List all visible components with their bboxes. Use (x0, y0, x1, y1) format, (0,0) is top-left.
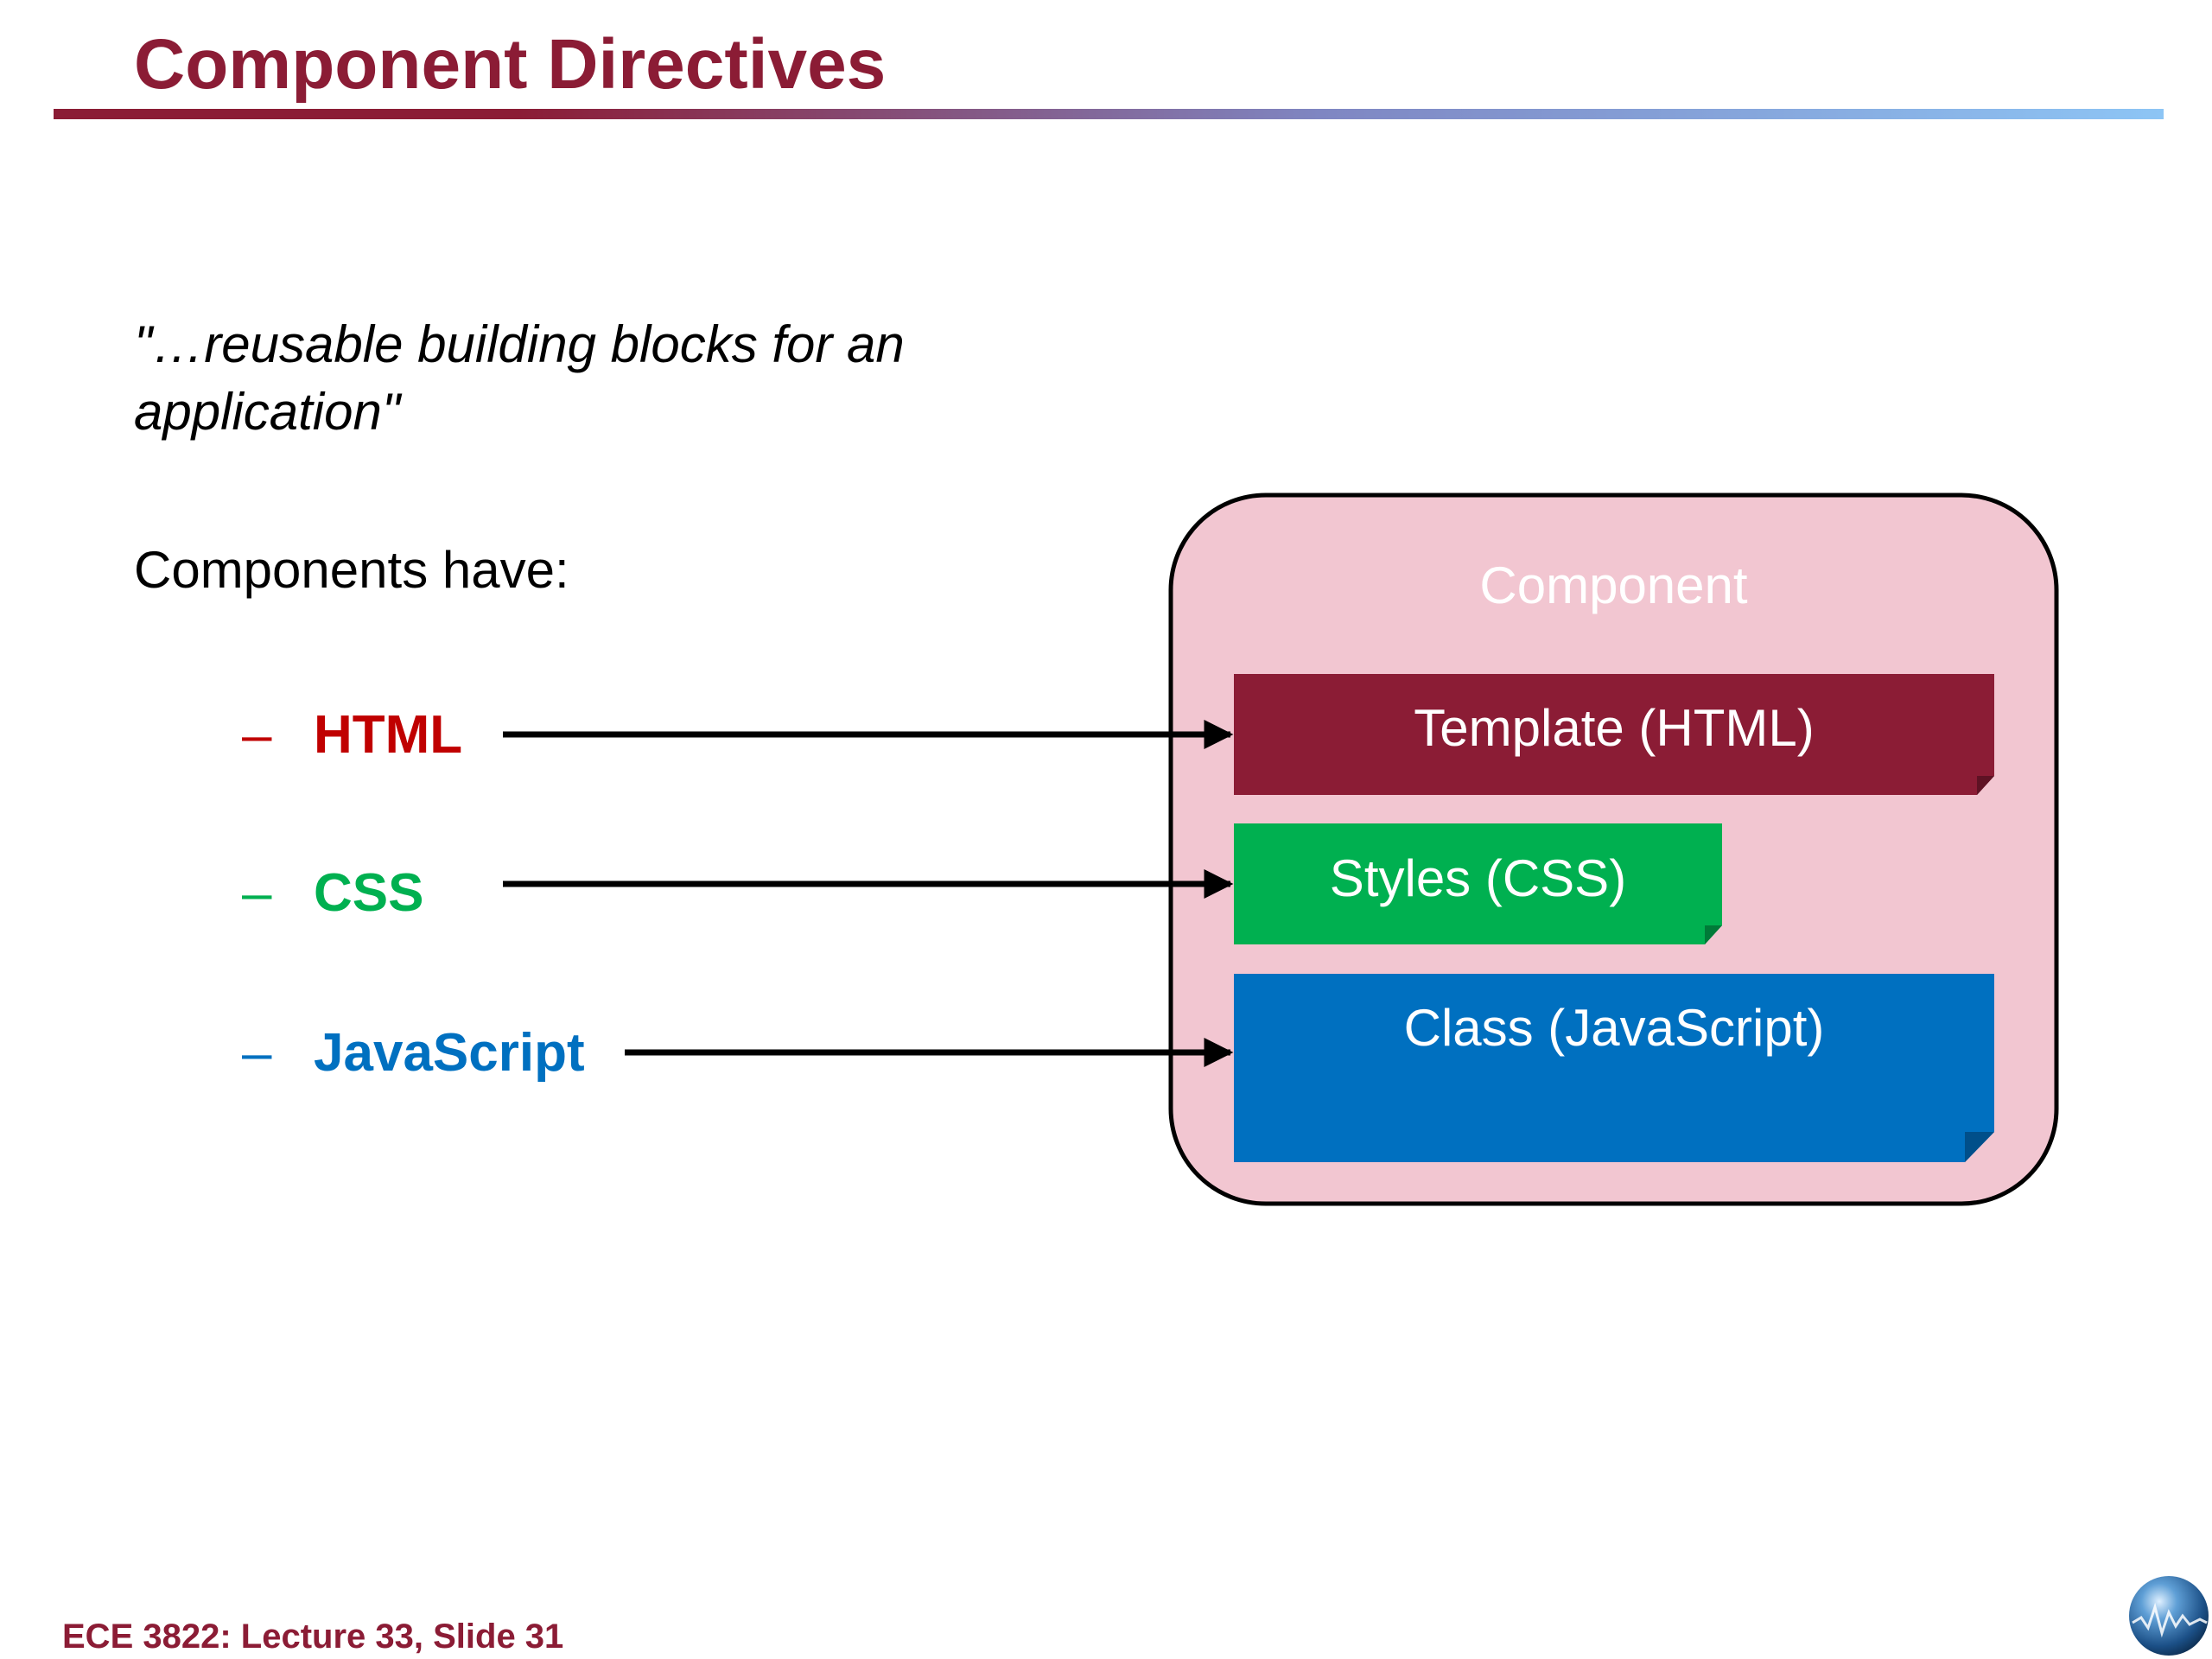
template-box (1234, 674, 1994, 795)
template-label: Template (HTML) (1414, 699, 1815, 757)
bullet-dash: – (242, 705, 272, 765)
bullet-html-label: HTML (314, 705, 463, 765)
bullet-javascript: –JavaScript (242, 1027, 585, 1080)
bullet-css-label: CSS (314, 863, 424, 923)
lead-text: Components have: (134, 541, 569, 599)
bullet-dash: – (242, 1023, 272, 1083)
component-label: Component (1479, 556, 1748, 614)
title-underline (54, 109, 2164, 119)
styles-box (1234, 823, 1722, 944)
bullet-dash: – (242, 863, 272, 923)
bullet-css: –CSS (242, 867, 423, 920)
slide-footer: ECE 3822: Lecture 33, Slide 31 (62, 1618, 564, 1656)
template-box-fold (1977, 776, 1994, 795)
globe-logo-icon (2129, 1576, 2209, 1656)
class-label: Class (JavaScript) (1403, 999, 1825, 1057)
styles-label: Styles (CSS) (1329, 849, 1627, 907)
class-box-fold (1965, 1132, 1994, 1162)
bullet-javascript-label: JavaScript (314, 1023, 585, 1083)
styles-box-fold (1705, 925, 1722, 944)
class-box (1234, 974, 1994, 1162)
slide-title: Component Directives (134, 25, 887, 104)
bullet-html: –HTML (242, 709, 462, 762)
quote-text: "…reusable building blocks for an applic… (134, 315, 905, 441)
